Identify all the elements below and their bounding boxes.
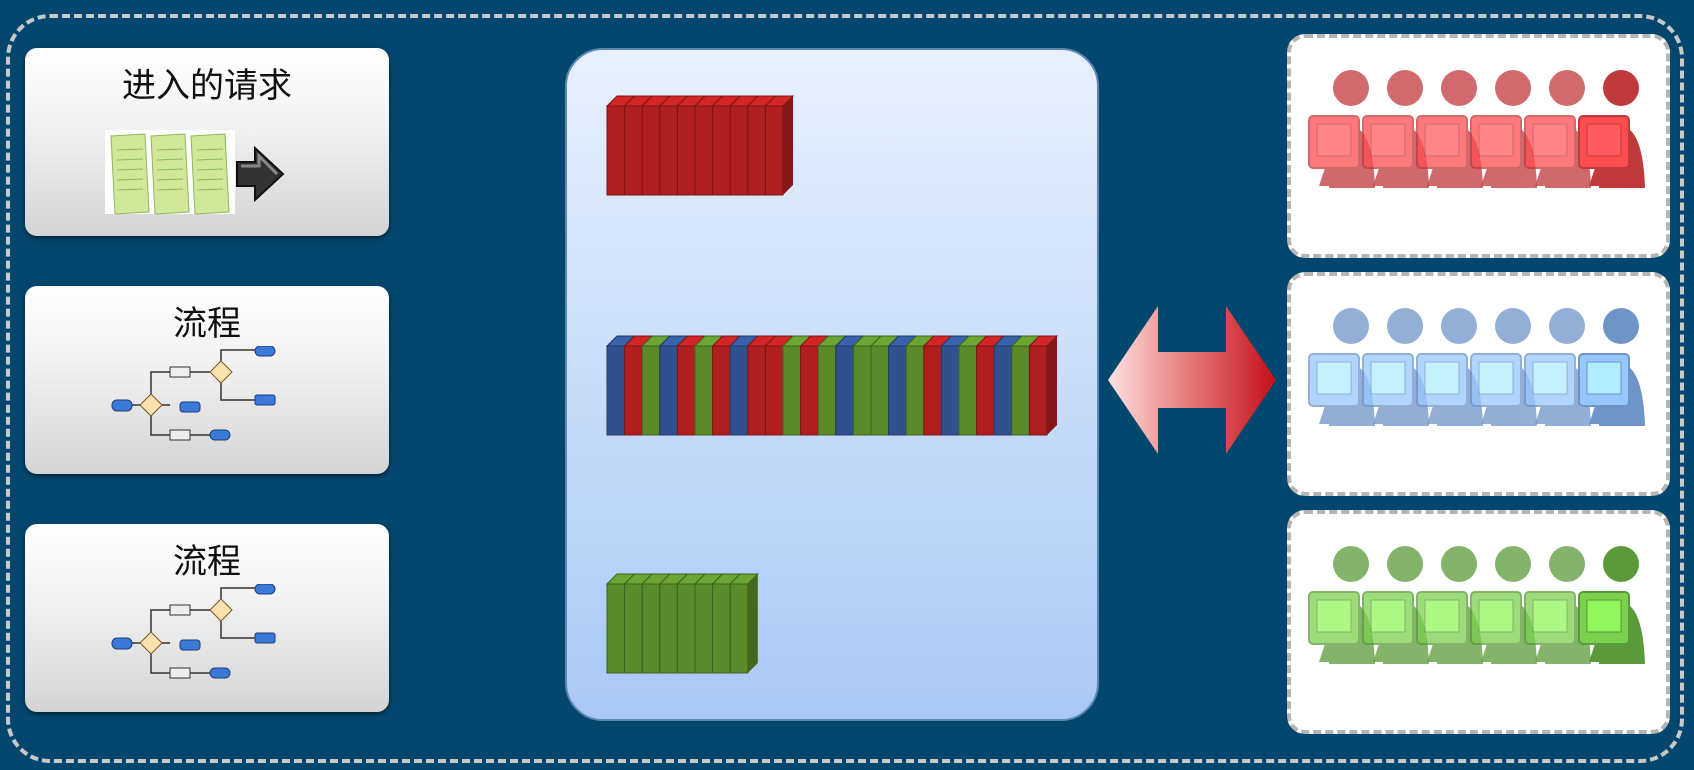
queue-block <box>641 583 661 674</box>
user-group-red <box>1287 34 1670 258</box>
queue-block-side <box>747 574 758 673</box>
queue-block <box>729 583 749 674</box>
queue-block <box>764 105 784 196</box>
double-arrow-icon <box>1108 306 1276 454</box>
users-icon <box>1308 70 1645 188</box>
process-card-2: 流程 <box>25 524 389 712</box>
user-computer-icon <box>1470 546 1537 664</box>
users-icon <box>1308 546 1645 664</box>
queue-block <box>1028 345 1048 436</box>
incoming-requests-title: 进入的请求 <box>122 66 292 106</box>
queue-block-top <box>728 573 760 585</box>
queue-block <box>976 345 995 436</box>
queue-block <box>624 583 643 674</box>
queue-block-side <box>783 96 793 195</box>
user-computer-icon <box>1308 70 1375 188</box>
queue-bars <box>605 95 1059 674</box>
queue-block <box>712 345 731 436</box>
user-computer-icon <box>1416 308 1483 426</box>
queue-block <box>782 345 802 436</box>
user-computer-icon <box>1362 308 1429 426</box>
queue-block <box>729 345 749 436</box>
queue-block <box>641 105 661 196</box>
document-stack-icon <box>105 130 285 215</box>
user-computer-icon <box>1578 70 1645 188</box>
queue-block <box>993 345 1013 436</box>
process-title-2: 流程 <box>173 542 241 582</box>
user-group-green <box>1287 510 1670 734</box>
queue-block <box>606 583 626 674</box>
queue-block <box>747 105 766 196</box>
queue-block <box>659 583 678 674</box>
queue-block <box>1011 345 1030 436</box>
queue-block <box>659 345 678 436</box>
queue-block <box>694 345 714 436</box>
user-computer-icon <box>1470 70 1537 188</box>
queue-block <box>694 105 714 196</box>
queue-block <box>852 345 872 436</box>
queue-block <box>624 345 643 436</box>
queue-block <box>712 105 731 196</box>
queue-block <box>747 345 766 436</box>
queue-block <box>817 345 837 436</box>
user-computer-icon <box>1524 308 1591 426</box>
user-computer-icon <box>1308 308 1375 426</box>
queue-block <box>606 105 626 196</box>
queue-block <box>676 583 696 674</box>
queue-mixed <box>605 335 1059 436</box>
queue-block <box>676 345 696 436</box>
users-icon <box>1308 308 1645 426</box>
user-computer-icon <box>1362 70 1429 188</box>
flowchart-icon <box>111 584 276 679</box>
incoming-requests-card: 进入的请求 <box>25 48 389 236</box>
queue-block <box>923 345 942 436</box>
user-group-blue <box>1287 272 1670 496</box>
queue-block <box>870 345 890 436</box>
queue-block-side <box>1047 336 1057 435</box>
queue-block <box>940 345 960 436</box>
queue-block <box>835 345 854 436</box>
queue-block <box>888 345 907 436</box>
queue-panel <box>565 48 1099 721</box>
queue-block <box>659 105 678 196</box>
queue-block <box>694 583 714 674</box>
queue-block <box>712 583 731 674</box>
user-computer-icon <box>1578 308 1645 426</box>
user-computer-icon <box>1362 546 1429 664</box>
queue-block <box>764 345 784 436</box>
queue-block <box>729 105 749 196</box>
user-computer-icon <box>1578 546 1645 664</box>
process-card-1: 流程 <box>25 286 389 474</box>
user-computer-icon <box>1524 70 1591 188</box>
flowchart-icon <box>111 346 276 441</box>
queue-block <box>958 345 978 436</box>
queue-red <box>605 95 795 196</box>
queue-block <box>641 345 661 436</box>
user-computer-icon <box>1524 546 1591 664</box>
process-title-1: 流程 <box>173 304 241 344</box>
queue-block <box>624 105 643 196</box>
queue-green <box>605 573 760 674</box>
queue-block <box>905 345 925 436</box>
outer-dashed-frame <box>6 14 1684 763</box>
queue-block <box>676 105 696 196</box>
queue-block <box>800 345 819 436</box>
queue-block <box>606 345 626 436</box>
